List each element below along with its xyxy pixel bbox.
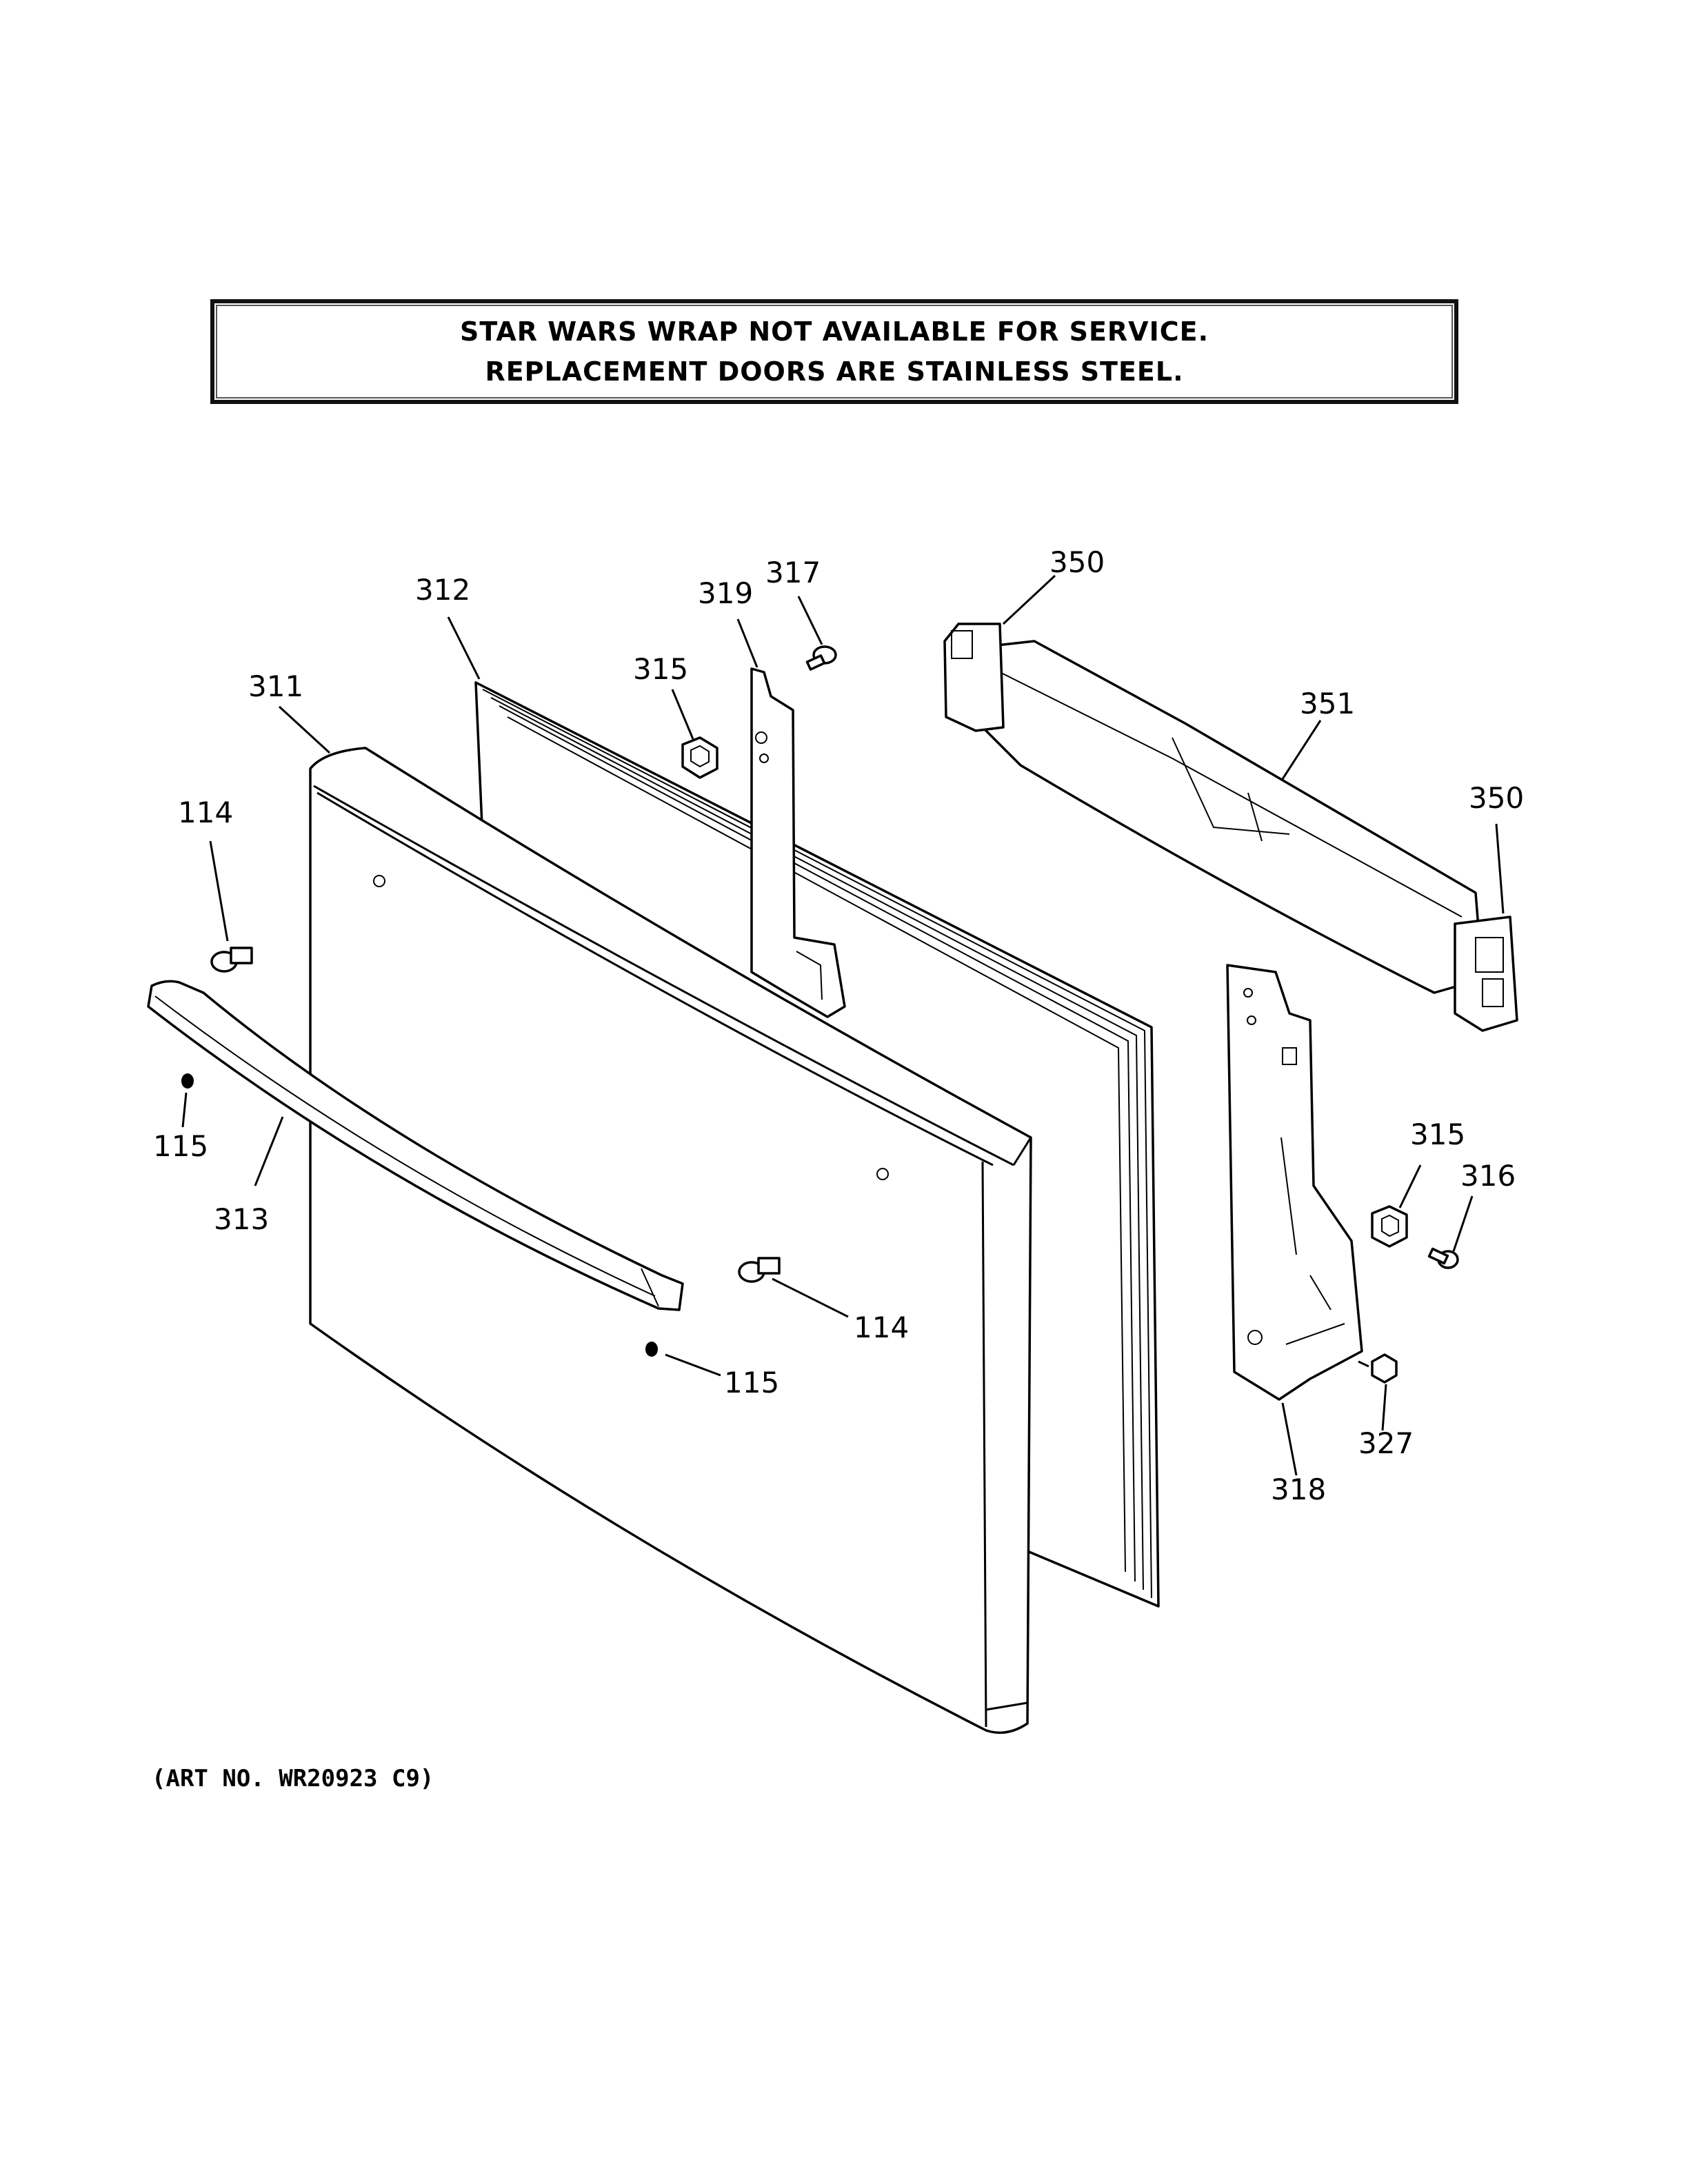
setscrew-center[interactable] (645, 1342, 658, 1357)
left-hinge-bracket[interactable] (750, 667, 846, 1018)
door-handle[interactable] (147, 980, 684, 1311)
callout-115-center: 115 (724, 1366, 779, 1399)
callout-311: 311 (248, 669, 303, 703)
callout-315-upper: 315 (633, 652, 688, 686)
end-cap-right[interactable] (1454, 916, 1518, 1032)
shelf-bin[interactable] (971, 640, 1484, 994)
callout-319: 319 (698, 576, 753, 610)
callout-315-lower: 315 (1410, 1118, 1465, 1151)
callout-316: 316 (1460, 1159, 1516, 1193)
callout-351: 351 (1300, 687, 1355, 720)
notice-line-2: REPLACEMENT DOORS ARE STAINLESS STEEL. (485, 356, 1184, 387)
callout-350-right: 350 (1469, 781, 1524, 815)
handle-mount-lower[interactable] (738, 1257, 781, 1283)
callout-313: 313 (214, 1202, 269, 1236)
callout-115-left: 115 (153, 1129, 208, 1163)
screw-317[interactable] (805, 645, 837, 671)
end-cap-left[interactable] (943, 623, 1005, 732)
cam-upper[interactable] (681, 736, 719, 779)
callout-327: 327 (1358, 1426, 1414, 1460)
callout-317: 317 (765, 556, 821, 589)
door-panel[interactable] (309, 747, 1032, 1735)
right-hinge-bracket[interactable] (1226, 964, 1363, 1401)
screw-316[interactable] (1427, 1247, 1459, 1269)
leader-lines (181, 574, 1505, 1476)
setscrew-left[interactable] (181, 1073, 194, 1089)
callout-350-left: 350 (1049, 545, 1105, 579)
callout-318: 318 (1271, 1473, 1326, 1506)
callout-114-upper: 114 (178, 796, 233, 829)
cam-lower[interactable] (1371, 1205, 1408, 1248)
notice-line-1: STAR WARS WRAP NOT AVAILABLE FOR SERVICE… (460, 316, 1209, 347)
callout-312: 312 (415, 573, 470, 607)
screw-327[interactable] (1358, 1353, 1398, 1384)
art-number: (ART NO. WR20923 C9) (152, 1765, 434, 1792)
handle-mount-upper[interactable] (210, 947, 253, 973)
callout-114-lower: 114 (854, 1311, 909, 1344)
service-notice-box: STAR WARS WRAP NOT AVAILABLE FOR SERVICE… (210, 299, 1458, 404)
